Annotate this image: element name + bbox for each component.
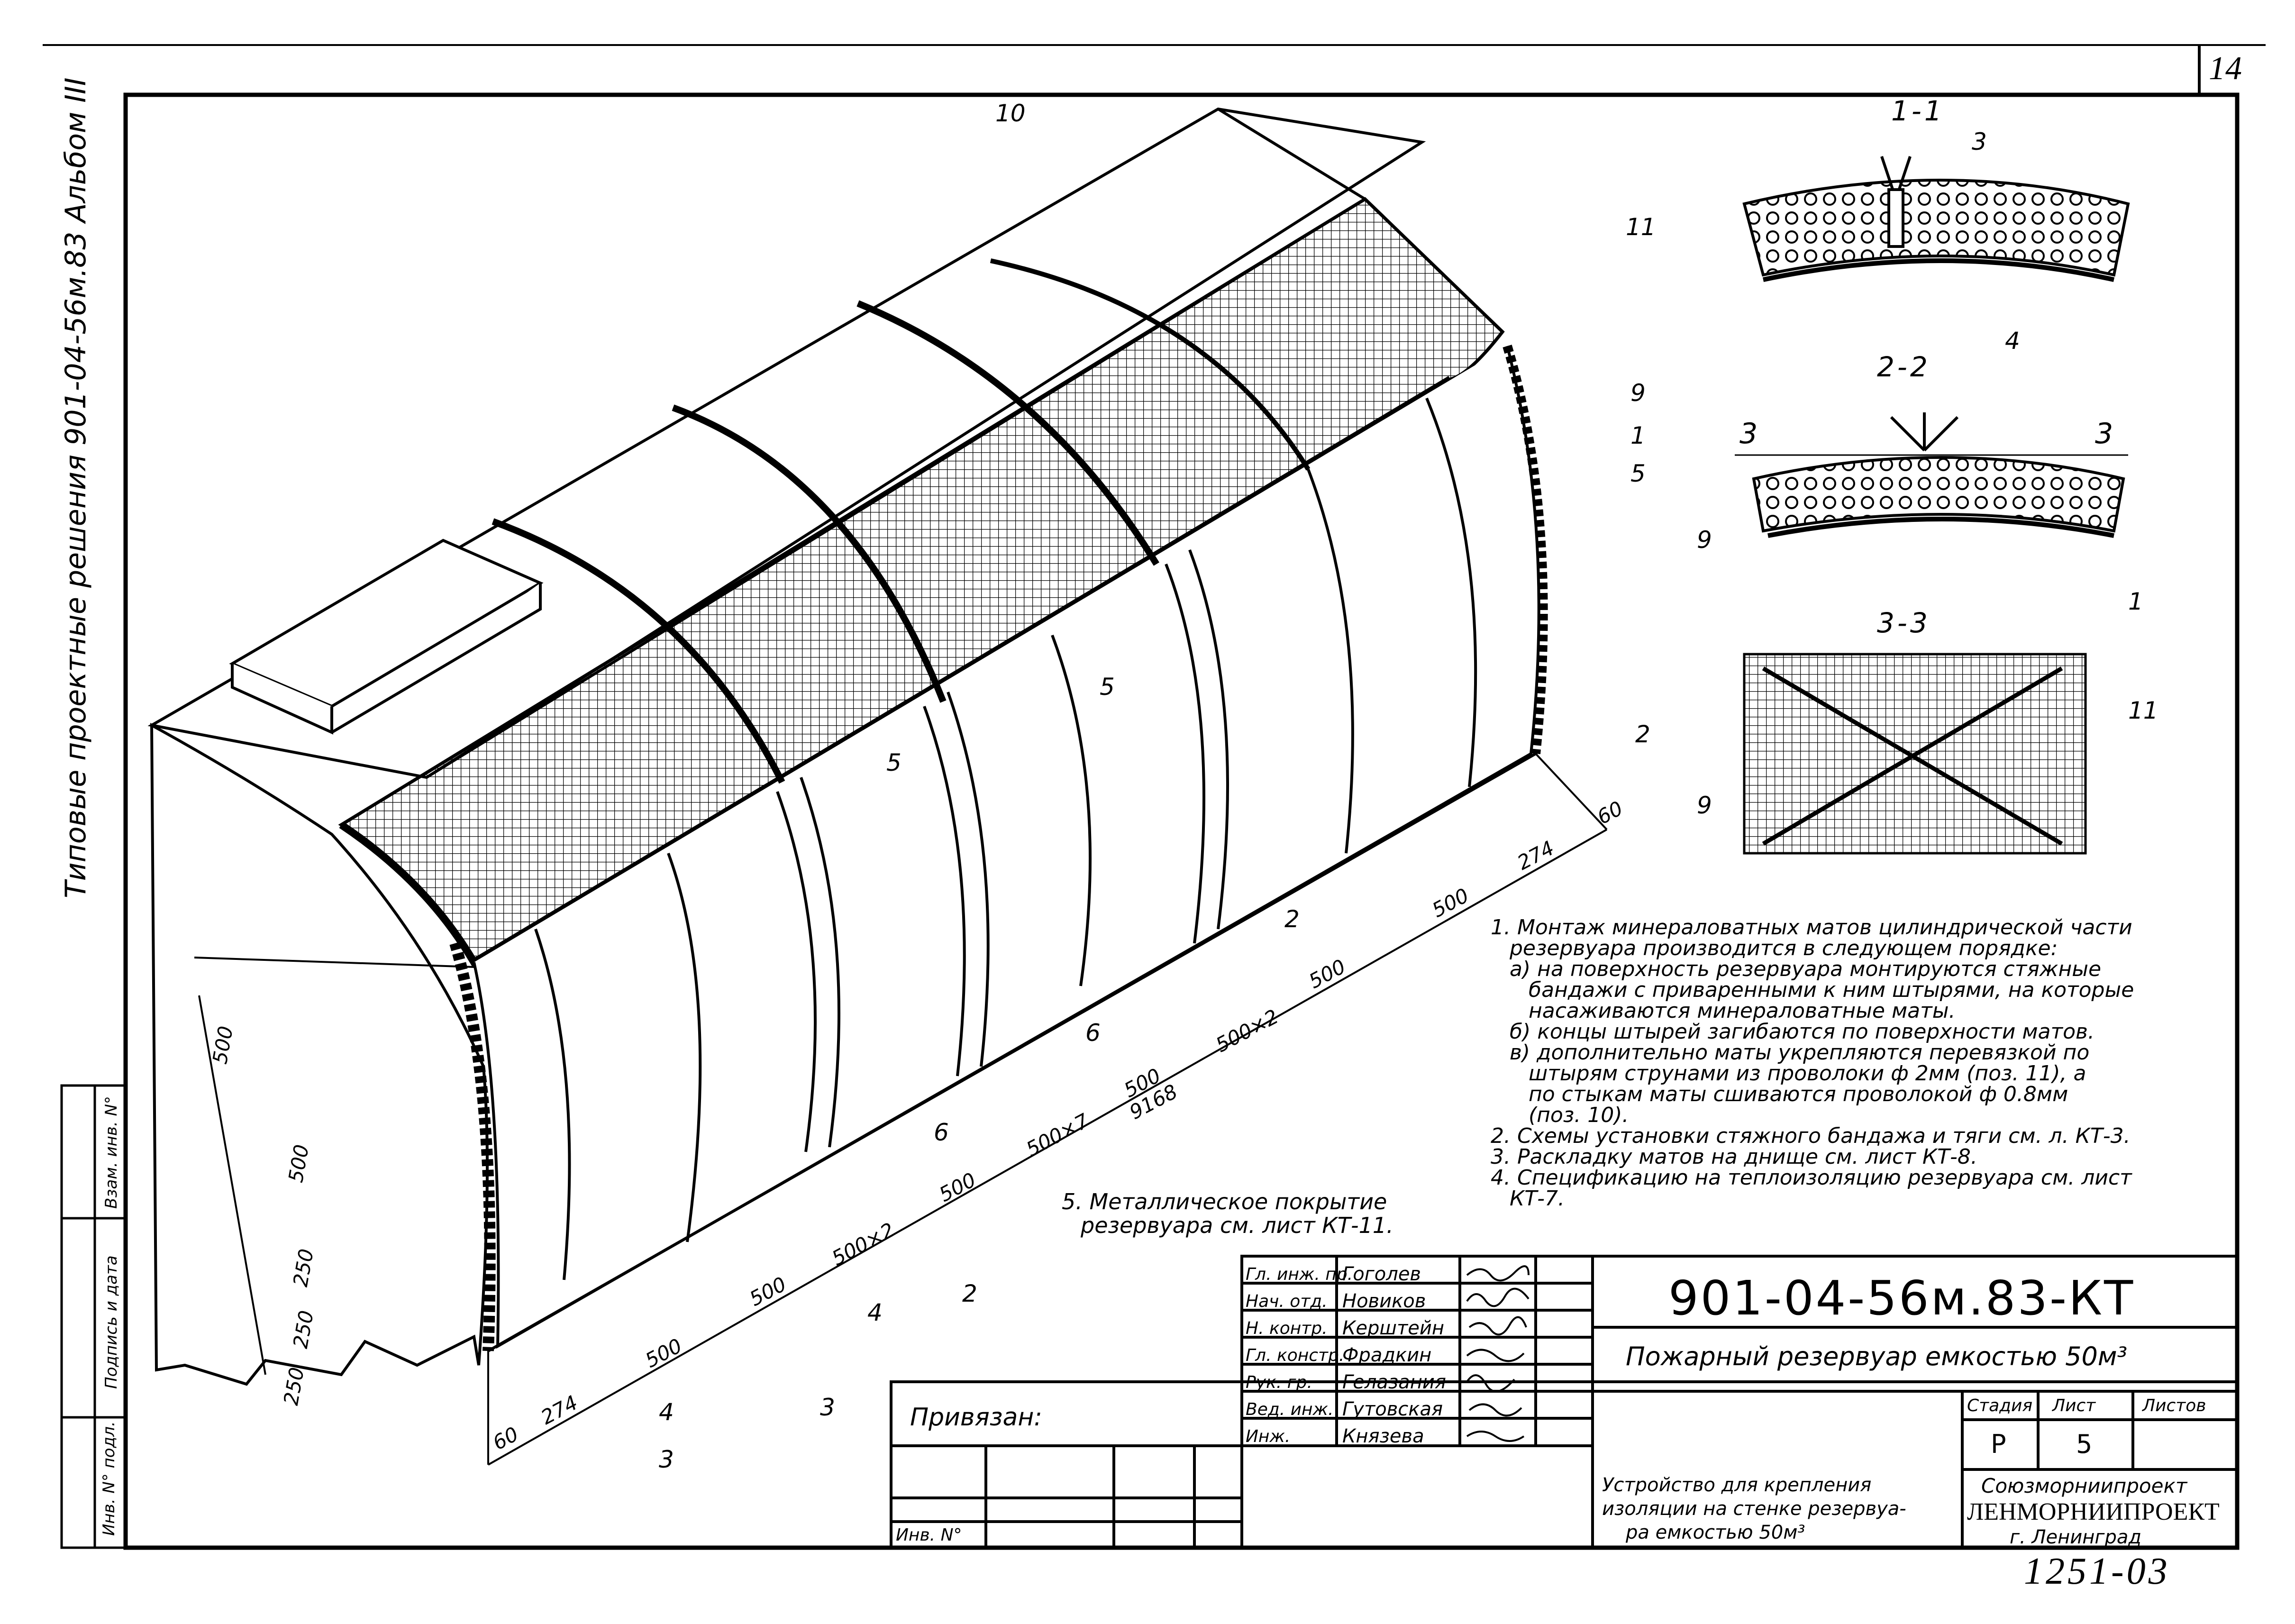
note-1-line2: резервуара производится в следующем поря… [1510,936,2058,960]
callout-11: 11 [1626,213,1656,241]
callout-5c: 5 [886,749,902,776]
note-4-line2: КТ-7. [1510,1186,1565,1211]
cut-mark-left: 3 [1739,417,1758,450]
tb-privyazan: Привязан: [910,1403,1042,1432]
note-4-line1: 4. Спецификацию на теплоизоляцию резерву… [1491,1166,2132,1190]
page-number: 14 [2209,50,2242,87]
note-1-line9: по стыкам маты сшиваются проволокой ф 0.… [1529,1082,2068,1106]
tb-names: Гоголев Новиков Керштейн Фрадкин Гелазан… [1342,1261,1446,1450]
callout-4b: 4 [659,1398,674,1426]
callout-2a: 2 [1635,721,1650,748]
tb-role-5: Вед. инж. [1246,1400,1334,1419]
tb-inv: Инв. N° [896,1525,962,1545]
callout-6b: 6 [934,1119,949,1146]
note-1-line6: б) концы штырей загибаются по поверхност… [1510,1020,2095,1044]
signatures [1466,1265,1530,1442]
note-2: 2. Схемы установки стяжного бандажа и тя… [1491,1124,2131,1148]
callout-5a: 5 [1630,460,1646,487]
callout-9: 9 [1630,379,1646,407]
tb-name-4: Гелазания [1342,1371,1446,1393]
note-1-line3: а) на поверхность резервуара монтируются… [1510,957,2102,981]
tb-role-0: Гл. инж. пр. [1246,1265,1353,1284]
section-title-1-1: 1-1 [1891,95,1945,127]
section-2-2 [1735,412,2128,538]
tb-role-6: Инж. [1246,1427,1291,1446]
tb-org1: Союзморниипроект [1981,1474,2187,1497]
tb-drawing-name-3: ра емкостью 50м³ [1626,1522,1805,1543]
note-1-line4: бандажи с приваренными к ним штырями, на… [1529,978,2134,1002]
note-1-line10: (поз. 10). [1529,1103,1629,1127]
tank-bands [492,258,1477,1280]
callout-6a: 6 [1085,1019,1101,1047]
note-5-line1: 5. Металлическое покрытие [1062,1189,1387,1214]
hatch-block [229,538,544,735]
callout-3a: 3 [820,1394,835,1421]
tb-stage-label: Стадия [1967,1396,2033,1415]
callout-1-sec: 1 [2128,588,2143,615]
callout-4-sec: 4 [2005,327,2020,355]
note-3: 3. Раскладку матов на днище см. лист КТ-… [1491,1145,1977,1169]
tb-name-1: Новиков [1342,1290,1426,1312]
note-5-line2: резервуара см. лист КТ-11. [1081,1213,1393,1238]
section-1-1 [1742,156,2130,282]
callout-2c: 2 [962,1280,977,1307]
note-1-line1: 1. Монтаж минераловатных матов цилиндрич… [1491,915,2132,940]
section-3-3 [1743,653,2087,855]
callout-5b: 5 [1100,673,1115,701]
tb-org3: г. Ленинград [2010,1526,2142,1548]
section-title-3-3: 3-3 [1877,607,1931,639]
tb-role-4: Рук. гр. [1246,1373,1312,1392]
section-title-2-2: 2-2 [1877,351,1931,383]
tb-role-2: Н. контр. [1246,1319,1328,1338]
tb-object: Пожарный резервуар емкостью 50м³ [1626,1341,2128,1371]
callout-11-sec: 11 [2128,697,2158,724]
tb-name-3: Фрадкин [1342,1344,1432,1366]
callout-3b: 3 [659,1446,674,1473]
notes-block: 1. Монтаж минераловатных матов цилиндрич… [1491,917,2134,1209]
tb-name-6: Князева [1342,1425,1424,1447]
tb-sheet-label: Лист [2052,1396,2096,1415]
callout-2b: 2 [1284,905,1300,933]
tb-role-1: Нач. отд. [1246,1292,1328,1311]
callout-9-sec: 9 [1697,526,1712,554]
callout-10: 10 [995,100,1026,127]
callout-1: 1 [1630,422,1646,449]
tb-name-0: Гоголев [1342,1263,1421,1285]
sheet-stamp-number: 1251-03 [2024,1551,2170,1592]
note-5: 5. Металлическое покрытие резервуара см.… [1062,1190,1393,1237]
callout-4a: 4 [867,1299,883,1326]
note-1-line8: штырям струнами из проволоки ф 2мм (поз.… [1529,1061,2086,1086]
tb-sheet: 5 [2076,1429,2093,1459]
note-1-line5: насаживаются минераловатные маты. [1529,999,1956,1023]
note-1-line7: в) дополнительно маты укрепляются перевя… [1510,1040,2090,1065]
callout-9-sec2: 9 [1697,792,1712,819]
tb-code: 901-04-56м.83-КТ [1668,1270,2135,1326]
tb-org2: ЛЕНМОРНИИПРОЕКТ [1967,1498,2220,1525]
tb-sheets-label: Листов [2142,1396,2206,1415]
tb-name-2: Керштейн [1342,1317,1445,1339]
tb-stage: Р [1991,1429,2006,1459]
tb-roles: Гл. инж. пр. Нач. отд. Н. контр. Гл. кон… [1246,1261,1353,1450]
tb-name-5: Гутовская [1342,1398,1443,1420]
side-stamp-boxes [60,1084,127,1549]
tb-drawing-name-2: изоляции на стенке резервуа- [1602,1498,1906,1520]
tb-role-3: Гл. констр. [1246,1346,1345,1365]
cut-mark-right: 3 [2095,417,2113,450]
callout-3-sec: 3 [1972,128,1987,155]
dimension-lines [194,753,1608,1466]
tb-drawing-name-1: Устройство для крепления [1602,1474,1872,1496]
